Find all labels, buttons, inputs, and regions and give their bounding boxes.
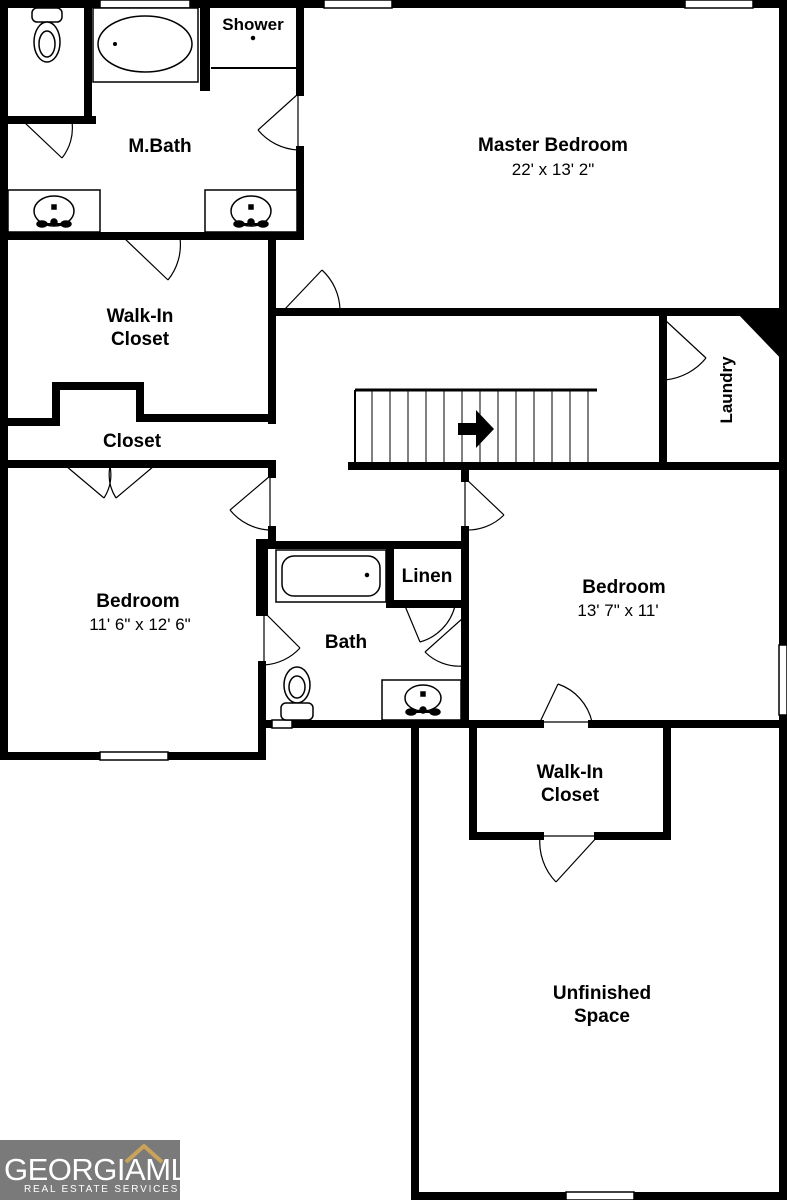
label-linen: Linen	[402, 566, 453, 587]
label-shower: Shower	[222, 15, 284, 34]
label-walkin-closet-2: Walk-In	[537, 762, 604, 783]
vanity-sink-icon	[7, 189, 101, 233]
toilet-icon	[31, 7, 63, 63]
logo-brand: GEORGIAMLS	[4, 1152, 208, 1187]
shower-drain-icon	[250, 35, 256, 41]
label-master-bedroom-dims: 22' x 13' 2"	[512, 160, 594, 179]
bathtub-icon	[275, 549, 387, 603]
logo-tagline: REAL ESTATE SERVICES	[24, 1184, 180, 1195]
arrow-right-icon	[458, 410, 494, 448]
label-walkin-closet-1b: Closet	[111, 329, 170, 350]
label-unfinished: Unfinished	[553, 983, 651, 1004]
bathtub-icon	[92, 7, 199, 83]
label-bath: Bath	[325, 632, 367, 653]
label-closet: Closet	[103, 431, 162, 452]
label-laundry: Laundry	[717, 356, 736, 424]
staircase	[354, 388, 597, 466]
label-unfinished-space: Space	[574, 1006, 630, 1027]
label-walkin-closet-2b: Closet	[541, 785, 600, 806]
label-mbath: M.Bath	[128, 136, 191, 157]
label-walkin-closet-1: Walk-In	[107, 306, 174, 327]
label-bedroom-left: Bedroom	[96, 591, 179, 612]
toilet-icon	[280, 666, 314, 721]
laundry-corner	[736, 312, 787, 365]
label-master-bedroom: Master Bedroom	[478, 135, 628, 156]
label-bedroom-right-dims: 13' 7" x 11'	[577, 601, 658, 620]
doors	[23, 93, 707, 883]
fixtures	[7, 7, 462, 721]
room-labels: Shower M.Bath Master Bedroom 22' x 13' 2…	[89, 15, 736, 1027]
windows	[99, 0, 787, 1200]
house-roof-icon	[124, 1143, 164, 1164]
georgia-mls-logo: GEORGIAMLS REAL ESTATE SERVICES	[0, 1140, 208, 1200]
vanity-sink-icon	[204, 189, 298, 233]
label-bedroom-left-dims: 11' 6" x 12' 6"	[89, 615, 190, 634]
vanity-sink-icon	[381, 679, 462, 721]
label-bedroom-right: Bedroom	[582, 577, 665, 598]
